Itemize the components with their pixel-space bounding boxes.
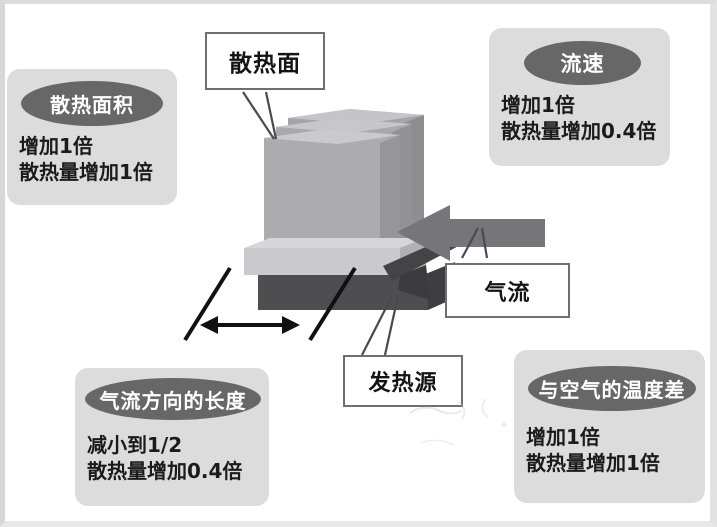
callout-flow-speed-line1: 增加1倍 bbox=[501, 93, 575, 117]
callout-heat-dissipation-area-pill: 散热面积 bbox=[21, 81, 163, 126]
callout-temperature-difference-pill: 与空气的温度差 bbox=[528, 366, 696, 411]
label-airflow[interactable]: 气流 bbox=[445, 263, 570, 318]
label-heat-source-text: 发热源 bbox=[368, 371, 438, 396]
callout-heat-dissipation-area-line1: 增加1倍 bbox=[19, 134, 93, 158]
label-heat-source[interactable]: 发热源 bbox=[343, 355, 463, 407]
callout-flow-speed[interactable]: 流速 增加1倍 散热量增加0.4倍 bbox=[489, 28, 670, 166]
callout-temperature-difference-line1: 增加1倍 bbox=[526, 425, 600, 449]
callout-temperature-difference-pill-text: 与空气的温度差 bbox=[538, 378, 686, 402]
callout-airflow-direction-length[interactable]: 气流方向的长度 减小到1/2 散热量增加0.4倍 bbox=[75, 368, 269, 506]
callout-flow-speed-lines: 增加1倍 散热量增加0.4倍 bbox=[489, 92, 670, 144]
leader-line-airflow bbox=[461, 227, 489, 259]
callout-temperature-difference-line2: 散热量增加1倍 bbox=[526, 451, 660, 475]
label-heat-dissipation-surface-text: 散热面 bbox=[229, 51, 301, 77]
callout-heat-dissipation-area[interactable]: 散热面积 增加1倍 散热量增加1倍 bbox=[7, 69, 177, 205]
leader-line-heat-dissipation-surface bbox=[242, 91, 278, 140]
callout-heat-dissipation-area-lines: 增加1倍 散热量增加1倍 bbox=[7, 133, 177, 185]
callout-heat-dissipation-area-pill-text: 散热面积 bbox=[50, 93, 134, 117]
callout-airflow-direction-length-lines: 减小到1/2 散热量增加0.4倍 bbox=[75, 432, 269, 484]
leader-line-heat-source bbox=[361, 295, 400, 356]
callout-airflow-direction-length-line2: 散热量增加0.4倍 bbox=[87, 459, 243, 483]
heatsink-fin-front bbox=[264, 129, 400, 270]
callout-airflow-direction-length-pill-text: 气流方向的长度 bbox=[99, 388, 247, 413]
callout-flow-speed-pill: 流速 bbox=[524, 41, 641, 85]
label-airflow-text: 气流 bbox=[484, 280, 531, 306]
callout-temperature-difference-lines: 增加1倍 散热量增加1倍 bbox=[514, 424, 705, 476]
callout-temperature-difference[interactable]: 与空气的温度差 增加1倍 散热量增加1倍 bbox=[514, 350, 705, 503]
callout-airflow-direction-length-line1: 减小到1/2 bbox=[87, 433, 183, 457]
callout-heat-dissipation-area-line2: 散热量增加1倍 bbox=[19, 160, 153, 184]
callout-flow-speed-line2: 散热量增加0.4倍 bbox=[501, 119, 657, 143]
airflow-arrow bbox=[397, 205, 545, 261]
callout-flow-speed-pill-text: 流速 bbox=[560, 52, 605, 76]
label-heat-dissipation-surface[interactable]: 散热面 bbox=[205, 32, 325, 90]
callout-airflow-direction-length-pill: 气流方向的长度 bbox=[85, 378, 261, 420]
dimension-arrow bbox=[183, 266, 357, 342]
